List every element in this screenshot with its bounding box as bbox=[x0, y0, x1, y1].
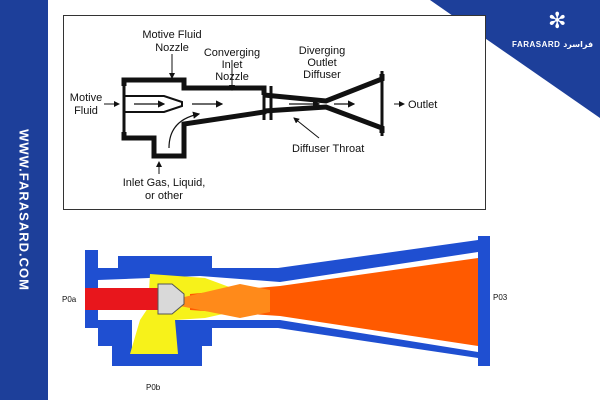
label-inlet-gas-2: or other bbox=[145, 190, 183, 202]
flow-arrows bbox=[134, 100, 356, 149]
label-converging-3: Nozzle bbox=[215, 71, 249, 83]
label-motive-fluid-nozzle-1: Motive Fluid bbox=[142, 29, 201, 41]
label-outlet: Outlet bbox=[408, 99, 437, 111]
label-inlet-gas-1: Inlet Gas, Liquid, bbox=[123, 177, 206, 189]
snowflake-logo-icon: ✻ bbox=[548, 8, 567, 33]
brand-latin: FARASARD bbox=[512, 40, 561, 49]
motive-nozzle bbox=[124, 95, 183, 113]
brand-label: FARASARD فراسرد bbox=[512, 40, 593, 49]
label-diverging-1: Diverging bbox=[299, 45, 345, 57]
spray-region bbox=[180, 284, 270, 318]
motive-pipe bbox=[85, 288, 160, 310]
side-banner bbox=[0, 0, 48, 400]
brand-persian: فراسرد bbox=[563, 40, 594, 49]
label-p03: P03 bbox=[493, 293, 508, 302]
callout-leaders bbox=[104, 54, 405, 174]
label-diverging-2: Outlet bbox=[307, 57, 336, 69]
ejector-schematic: Motive Fluid Nozzle Converging Inlet Noz… bbox=[70, 29, 438, 202]
flange-set bbox=[122, 71, 384, 158]
mixed-flow-region bbox=[190, 258, 478, 346]
label-p0b: P0b bbox=[146, 383, 161, 392]
label-motive-fluid-2: Fluid bbox=[74, 105, 98, 117]
ejector-cross-section: P0a P0b P03 bbox=[62, 236, 508, 392]
label-diverging-3: Diffuser bbox=[303, 69, 341, 81]
label-converging-1: Converging bbox=[204, 47, 260, 59]
label-converging-2: Inlet bbox=[222, 59, 243, 71]
nozzle-tip bbox=[157, 283, 185, 315]
label-motive-fluid-nozzle-2: Nozzle bbox=[155, 42, 189, 54]
label-diffuser-throat: Diffuser Throat bbox=[292, 143, 364, 155]
label-motive-fluid-1: Motive bbox=[70, 92, 102, 104]
label-p0a: P0a bbox=[62, 295, 77, 304]
schematic-frame: Motive Fluid Nozzle Converging Inlet Noz… bbox=[63, 15, 486, 210]
